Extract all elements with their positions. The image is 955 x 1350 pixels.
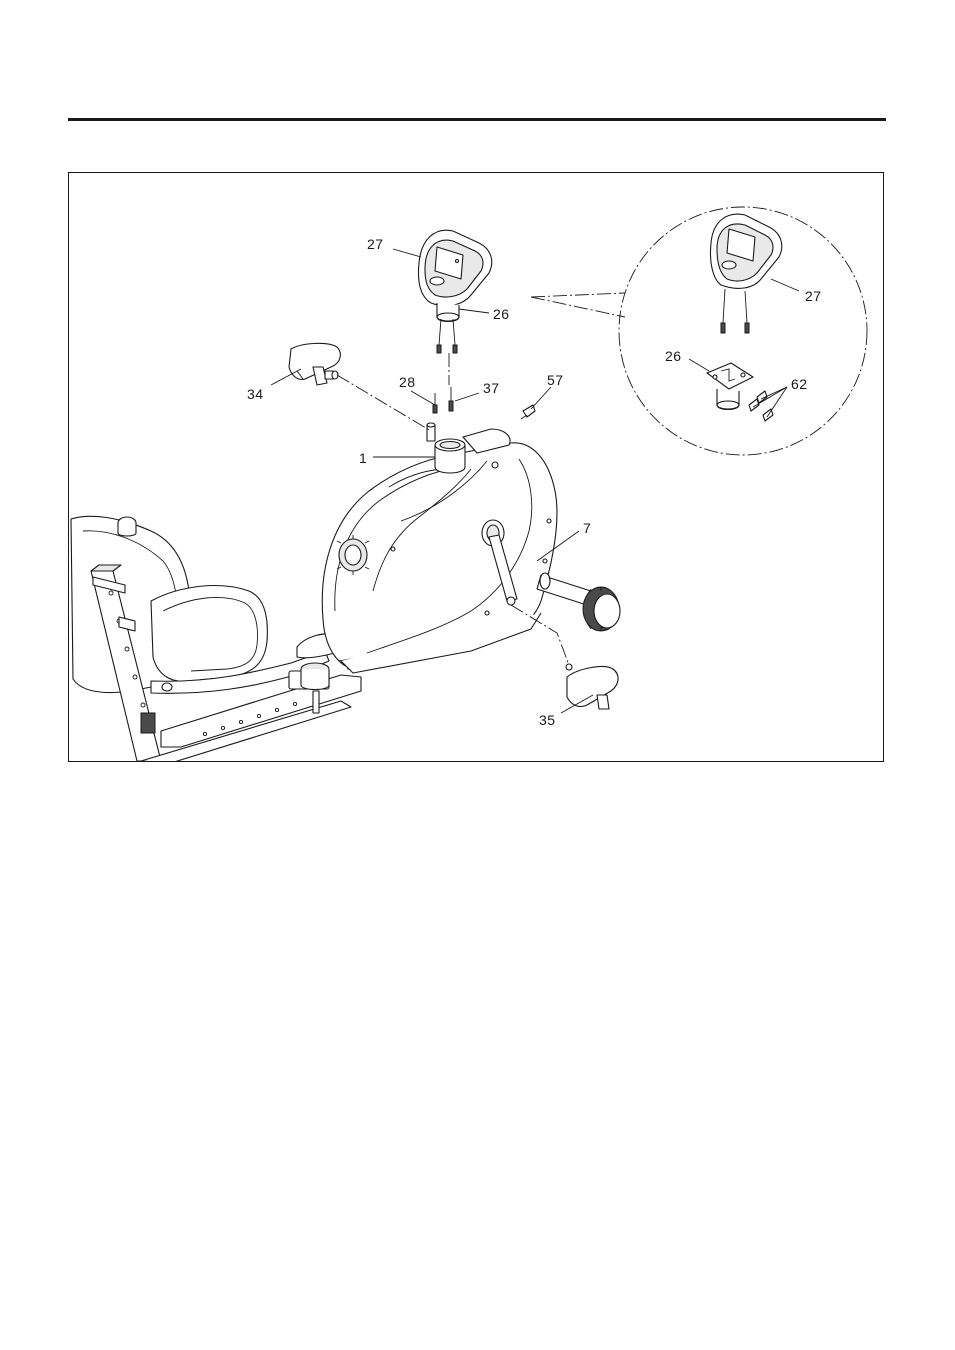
header-rule	[68, 118, 886, 121]
callout-27-detail: 27	[805, 288, 822, 304]
callout-27-main: 27	[367, 236, 384, 252]
assembly-figure: 27 26 34 28 37 57 1 7 35 27 26 62	[68, 172, 884, 762]
console-27-main	[419, 230, 536, 419]
callout-35: 35	[539, 712, 556, 728]
callout-34: 34	[247, 386, 264, 402]
seat-assembly	[71, 516, 361, 762]
callout-37: 37	[483, 380, 500, 396]
callout-1: 1	[359, 450, 367, 466]
callout-57: 57	[547, 372, 564, 388]
main-housing	[322, 423, 557, 673]
detail-view	[531, 207, 867, 455]
callout-26-main: 26	[493, 306, 510, 322]
callout-26-detail: 26	[665, 348, 682, 364]
pedal-34	[289, 343, 340, 385]
callout-62: 62	[791, 376, 808, 392]
pedal-35	[566, 664, 618, 709]
assembly-diagram: 27 26 34 28 37 57 1 7 35 27 26 62	[69, 173, 884, 762]
callout-7: 7	[583, 520, 591, 536]
callout-28: 28	[399, 374, 416, 390]
